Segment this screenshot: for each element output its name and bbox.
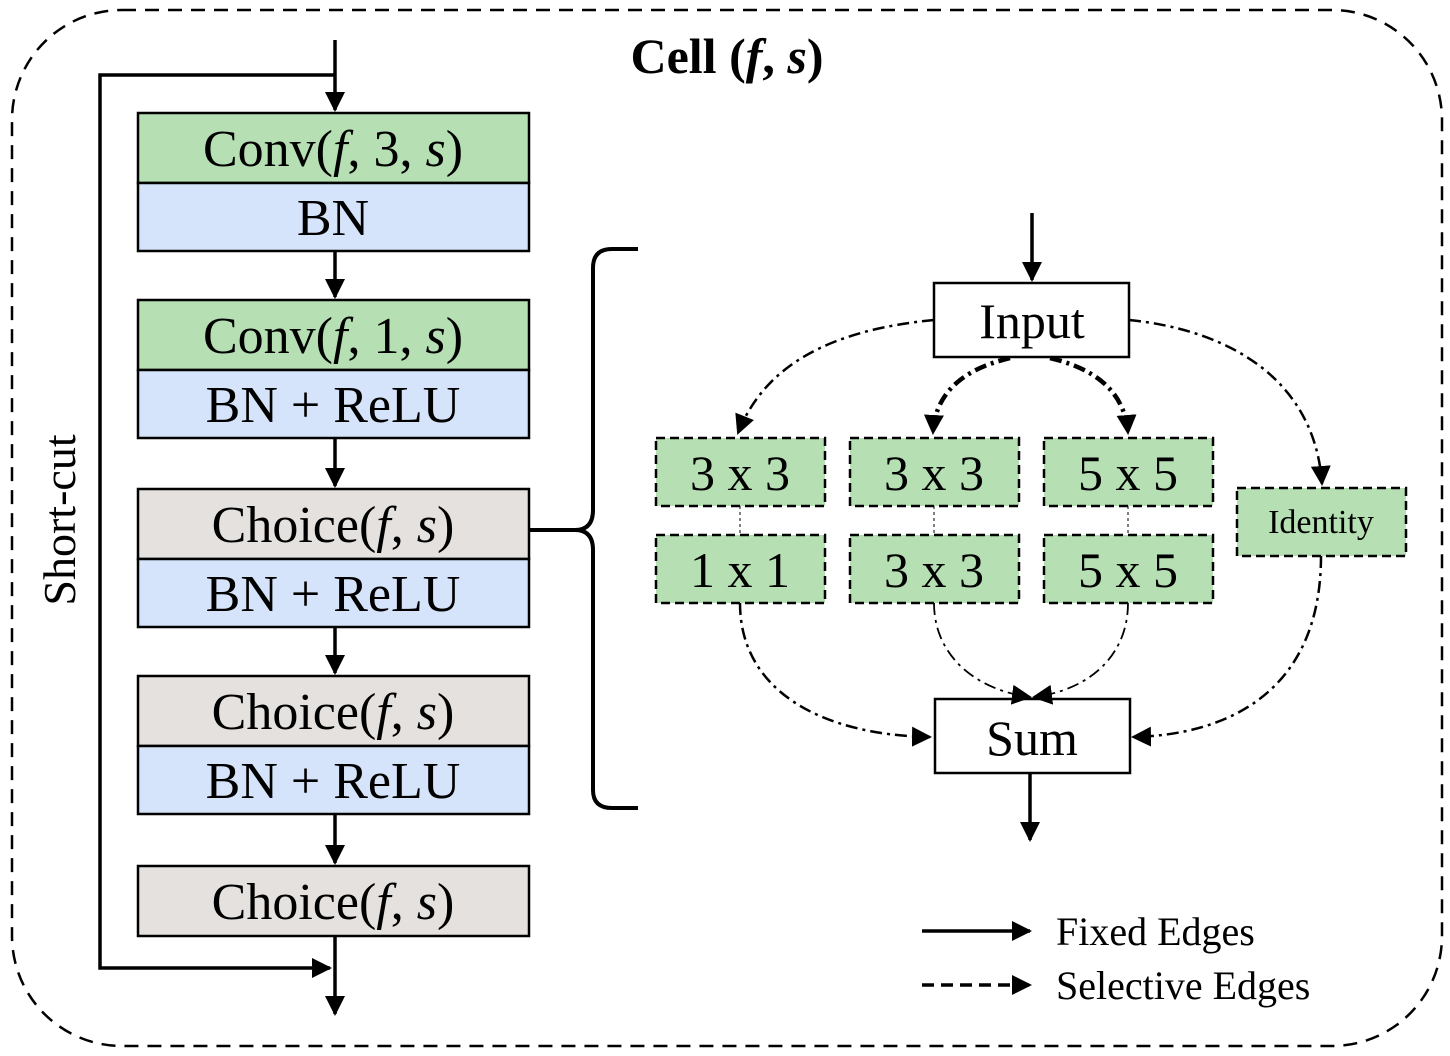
op-3-second [1042, 533, 1215, 605]
conv-3-label: Conv(f, 3, s) [203, 121, 463, 178]
op-2-second [848, 533, 1021, 605]
shortcut-label: Short-cut [34, 434, 85, 605]
bn-relu-layer-4 [136, 744, 531, 816]
conv-1-layer [136, 298, 531, 372]
bn-relu-layer-3 [136, 557, 531, 629]
op-pair-3: 5 x 5 5 x 5 [1042, 436, 1215, 605]
op-2-first-label: 3 x 3 [884, 445, 984, 501]
op-2-second-label: 3 x 3 [884, 542, 984, 598]
op-2-first [848, 436, 1021, 508]
op-3-first [1042, 436, 1215, 508]
input-node [932, 281, 1131, 359]
choice-layer-3 [136, 864, 531, 938]
legend: Fixed Edges Selective Edges [922, 909, 1310, 1008]
op-1-second-label: 1 x 1 [690, 542, 790, 598]
cell-boundary [10, 8, 1444, 1048]
bn-relu-label-3: BN + ReLU [206, 566, 461, 623]
op-pair-2: 3 x 3 3 x 3 [848, 436, 1021, 605]
input-label: Input [979, 293, 1085, 349]
bn-relu-label-2: BN + ReLU [206, 377, 461, 434]
bn-relu-label-4: BN + ReLU [206, 753, 461, 810]
op-1-first [654, 436, 827, 508]
conv-3-layer [136, 111, 531, 185]
identity-op: Identity [1235, 486, 1408, 558]
conv-3-block: Conv(f, 3, s) BN [136, 111, 531, 253]
op-3-first-label: 5 x 5 [1078, 445, 1178, 501]
selective-edges-in [735, 318, 1331, 486]
bn-layer-1 [136, 181, 531, 253]
conv-1-label: Conv(f, 1, s) [203, 308, 463, 365]
op-1-first-label: 3 x 3 [690, 445, 790, 501]
choice-block-3: Choice(f, s) [136, 864, 531, 938]
choice-label-2: Choice(f, s) [212, 684, 455, 741]
choice-label-1: Choice(f, s) [212, 497, 455, 554]
choice-layer-1 [136, 487, 531, 561]
op-pair-1: 3 x 3 1 x 1 [654, 436, 827, 605]
bn-label-1: BN [297, 190, 369, 247]
choice-block-1: Choice(f, s) BN + ReLU [136, 487, 531, 629]
legend-selective-label: Selective Edges [1056, 963, 1310, 1008]
conv-1-block: Conv(f, 1, s) BN + ReLU [136, 298, 531, 440]
choice-label-3: Choice(f, s) [212, 874, 455, 931]
legend-fixed-label: Fixed Edges [1056, 909, 1255, 954]
expansion-brace [530, 247, 638, 810]
cell-title: Cell (f, s) [630, 28, 823, 84]
choice-block-2: Choice(f, s) BN + ReLU [136, 674, 531, 816]
op-3-second-label: 5 x 5 [1078, 542, 1178, 598]
bn-relu-layer-2 [136, 368, 531, 440]
identity-label: Identity [1268, 504, 1374, 541]
identity-node [1235, 486, 1408, 558]
shortcut-edge [98, 73, 335, 978]
sum-label: Sum [986, 710, 1078, 766]
selective-edges-out [738, 555, 1323, 747]
op-1-second [654, 533, 827, 605]
sum-node [933, 697, 1132, 775]
